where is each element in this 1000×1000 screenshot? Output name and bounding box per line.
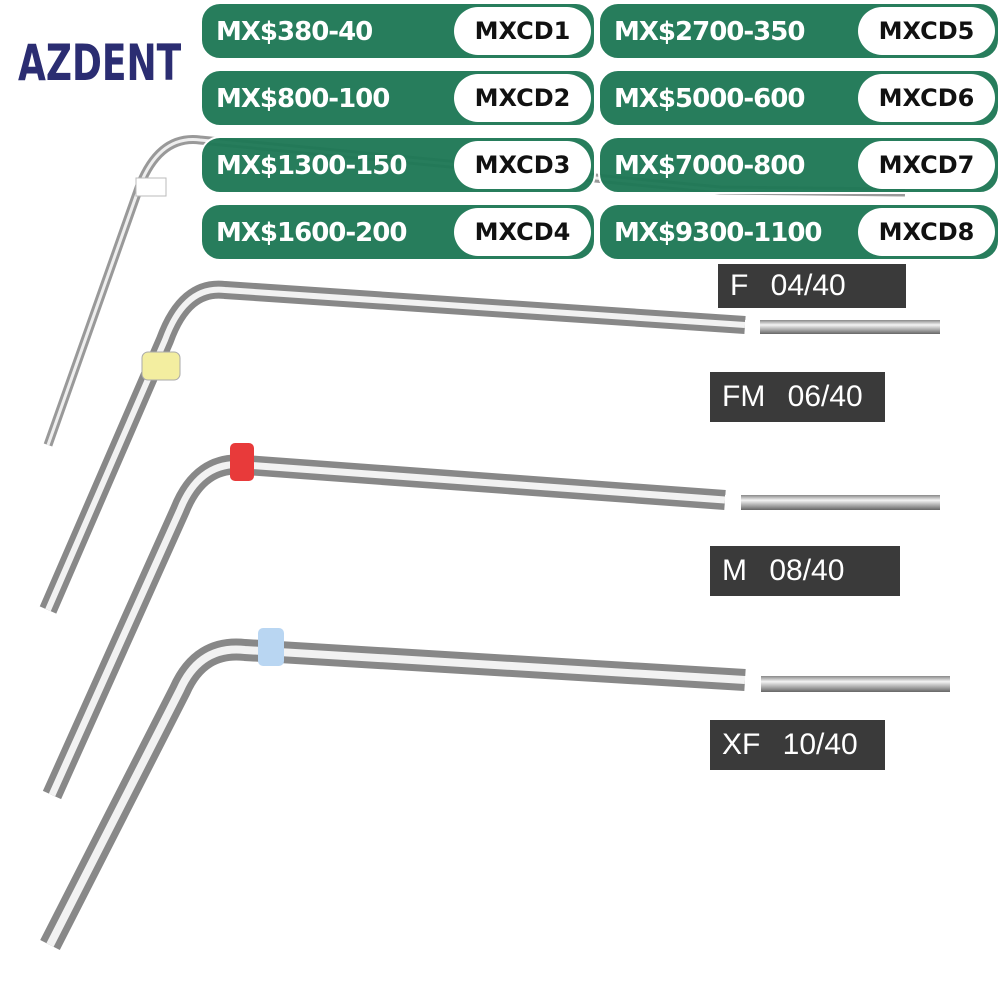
code-badge: MXCD8: [858, 208, 995, 256]
ring-m: [230, 443, 254, 481]
price-option-5[interactable]: MX$2700-350 MXCD5: [598, 2, 1000, 60]
price-option-7[interactable]: MX$7000-800 MXCD7: [598, 136, 1000, 194]
price-option-3[interactable]: MX$1300-150 MXCD3: [200, 136, 596, 194]
price-text: MX$5000-600: [614, 84, 805, 114]
code-badge: MXCD3: [454, 141, 591, 189]
price-text: MX$2700-350: [614, 17, 805, 47]
price-text: MX$1300-150: [216, 151, 407, 181]
price-option-4[interactable]: MX$1600-200 MXCD4: [200, 203, 596, 261]
price-text: MX$800-100: [216, 84, 390, 114]
price-text: MX$7000-800: [614, 151, 805, 181]
price-text: MX$380-40: [216, 17, 373, 47]
code-badge: MXCD5: [858, 7, 995, 55]
price-option-6[interactable]: MX$5000-600 MXCD6: [598, 69, 1000, 127]
code-badge: MXCD4: [454, 208, 591, 256]
price-option-8[interactable]: MX$9300-1100 MXCD8: [598, 203, 1000, 261]
instrument-m: [42, 443, 940, 800]
price-option-2[interactable]: MX$800-100 MXCD2: [200, 69, 596, 127]
price-text: MX$9300-1100: [614, 218, 823, 248]
ring-fm: [141, 351, 181, 381]
code-badge: MXCD7: [858, 141, 995, 189]
code-badge: MXCD1: [454, 7, 591, 55]
price-option-1[interactable]: MX$380-40 MXCD1: [200, 2, 596, 60]
label-f: F 04/40: [718, 264, 906, 308]
instrument-f: [43, 135, 906, 447]
code-badge: MXCD2: [454, 74, 591, 122]
ring-xf: [258, 628, 284, 666]
brand-logo: AZDENT: [18, 34, 182, 92]
ring-f: [135, 177, 167, 197]
price-text: MX$1600-200: [216, 218, 407, 248]
instrument-fm: [39, 280, 940, 614]
label-fm: FM 06/40: [710, 372, 885, 422]
code-badge: MXCD6: [858, 74, 995, 122]
label-xf: XF 10/40: [710, 720, 885, 770]
instrument-xf: [40, 628, 950, 950]
label-m: M 08/40: [710, 546, 900, 596]
